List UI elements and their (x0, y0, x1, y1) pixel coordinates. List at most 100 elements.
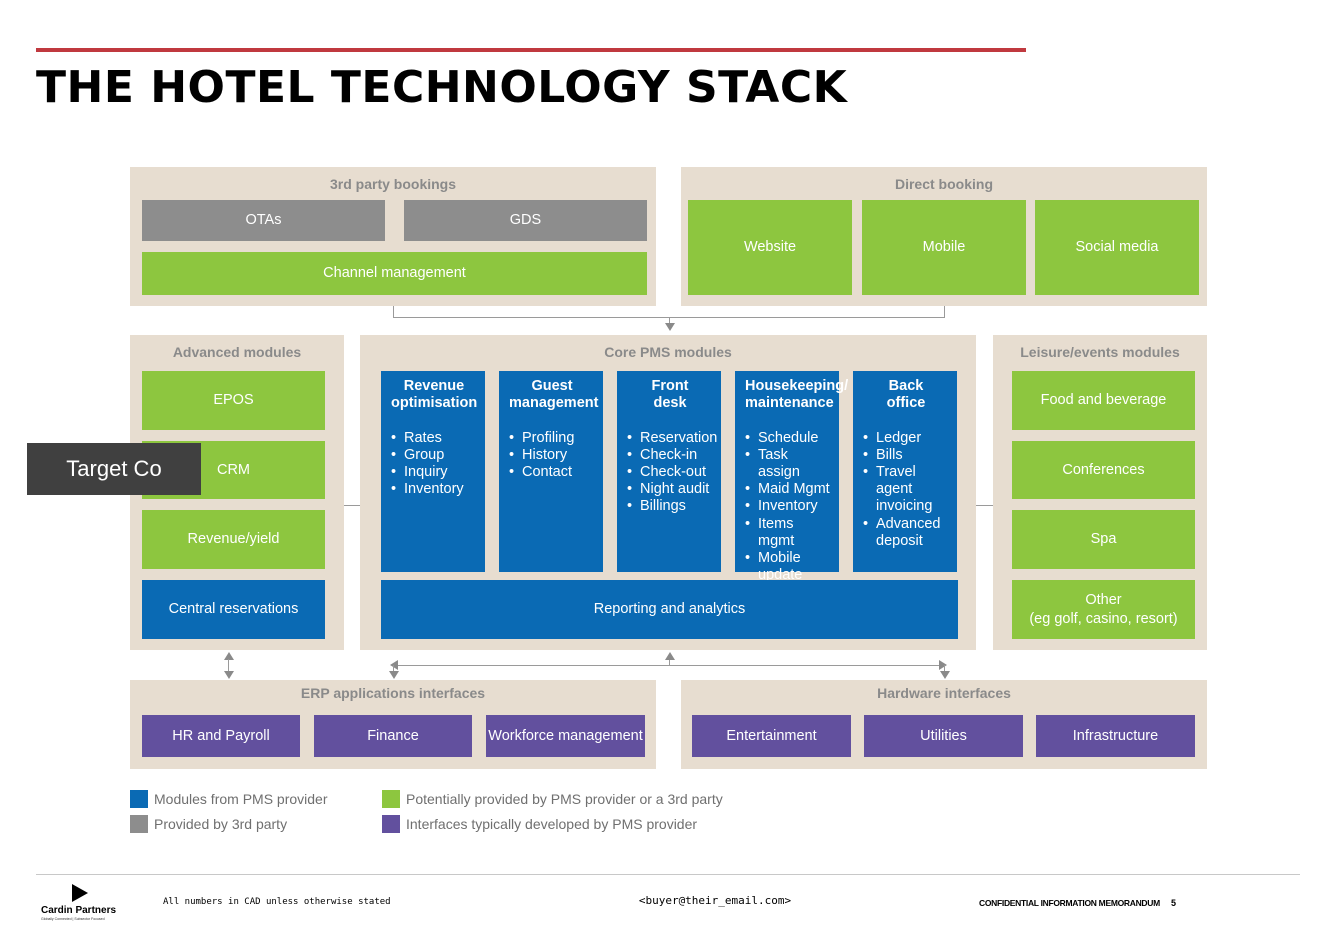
epos-box: EPOS (142, 371, 325, 430)
hr-payroll-box: HR and Payroll (142, 715, 300, 757)
legend-item-third-party: Provided by 3rd party (130, 815, 287, 833)
core-module-item: Schedule (745, 430, 831, 447)
reporting-analytics-box: Reporting and analytics (381, 580, 958, 639)
legend-label: Interfaces typically developed by PMS pr… (406, 816, 698, 832)
core-pms-title: Core PMS modules (604, 344, 732, 360)
core-module-item: Contact (509, 464, 595, 481)
core-module-item: History (509, 447, 595, 464)
legend-item-interfaces: Interfaces typically developed by PMS pr… (382, 815, 697, 833)
connector-core-leisure (975, 505, 994, 506)
arrow-bar-right (939, 660, 947, 670)
core-module-title: Front desk (651, 378, 689, 412)
core-module-list: LedgerBillsTravel agent invoicingAdvance… (863, 430, 949, 550)
connector-erp-drop (393, 665, 394, 671)
page-number: 5 (1171, 898, 1177, 908)
connector-hardware-drop (944, 665, 945, 671)
core-module-item: Task assign (745, 447, 831, 481)
arrow-left-down (224, 671, 234, 679)
core-module-list: ScheduleTask assignMaid MgmtInventoryIte… (745, 430, 831, 584)
core-module-item: Reservation (627, 430, 717, 447)
company-name: Cardin Partners (41, 905, 117, 916)
utilities-box: Utilities (864, 715, 1023, 757)
erp-interfaces-title: ERP applications interfaces (300, 685, 486, 701)
target-co-label: Target Co (27, 443, 201, 495)
otas-box: OTAs (142, 200, 385, 241)
title-rule (36, 48, 1026, 52)
bracket-right (944, 306, 945, 317)
food-beverage-box: Food and beverage (1012, 371, 1195, 430)
core-module-title: Housekeeping/ maintenance (745, 378, 849, 412)
bracket-left (393, 306, 394, 317)
footer-rule (36, 874, 1300, 875)
core-module-item: Advanced deposit (863, 516, 949, 550)
connector-left-leisure (343, 505, 361, 506)
core-module-item: Check-out (627, 464, 713, 481)
leisure-events-title: Leisure/events modules (1020, 344, 1180, 360)
arrow-core-up (665, 652, 675, 660)
entertainment-box: Entertainment (692, 715, 851, 757)
cardin-logo-icon (72, 884, 88, 902)
hardware-interfaces-title: Hardware interfaces (877, 685, 1011, 701)
core-module-item: Maid Mgmt (745, 481, 831, 498)
revenue-yield-box: Revenue/yield (142, 510, 325, 569)
core-module-column: Revenue optimisationRatesGroupInquiryInv… (381, 371, 485, 572)
core-module-title: Revenue optimisation (391, 378, 478, 412)
currency-note: All numbers in CAD unless otherwise stat… (163, 897, 391, 907)
bracket-stem (669, 317, 670, 323)
core-module-item: Billings (627, 498, 713, 515)
website-box: Website (688, 200, 852, 295)
core-module-list: RatesGroupInquiryInventory (391, 430, 477, 499)
legend-swatch-gray (130, 815, 148, 833)
core-module-title: Back office (886, 378, 926, 412)
legend-swatch-purple (382, 815, 400, 833)
arrow-left-up (224, 652, 234, 660)
core-module-item: Bills (863, 447, 949, 464)
legend-swatch-blue (130, 790, 148, 808)
legend-item-potential: Potentially provided by PMS provider or … (382, 790, 723, 808)
core-module-item: Night audit (627, 481, 713, 498)
core-module-column: Housekeeping/ maintenanceScheduleTask as… (735, 371, 849, 583)
connector-interfaces-bar (397, 665, 939, 666)
connector-left-vertical (228, 659, 229, 671)
core-module-column: Front deskReservationCheck-inCheck-outNi… (617, 371, 721, 572)
core-module-item: Profiling (509, 430, 595, 447)
core-module-item: Group (391, 447, 477, 464)
core-module-list: ProfilingHistoryContact (509, 430, 595, 481)
arrow-into-core (665, 323, 675, 331)
arrow-into-hardware (940, 671, 950, 679)
legend-label: Provided by 3rd party (154, 816, 288, 832)
spa-box: Spa (1012, 510, 1195, 569)
core-module-item: Rates (391, 430, 477, 447)
contact-email: <buyer@their_email.com> (638, 894, 792, 907)
core-module-column: Back officeLedgerBillsTravel agent invoi… (853, 371, 957, 572)
core-module-item: Inquiry (391, 464, 477, 481)
core-module-column: Guest managementProfilingHistoryContact (499, 371, 603, 572)
gds-box: GDS (404, 200, 647, 241)
legend-item-pms: Modules from PMS provider (130, 790, 328, 808)
workforce-management-box: Workforce management (486, 715, 645, 757)
page-title: THE HOTEL TECHNOLOGY STACK (36, 62, 848, 113)
core-module-item: Travel agent invoicing (863, 464, 949, 515)
core-module-item: Check-in (627, 447, 713, 464)
mobile-box: Mobile (862, 200, 1026, 295)
company-tagline: Globally Connected | Subsector Focused (41, 917, 105, 921)
arrow-into-erp (389, 671, 399, 679)
third-party-bookings-title: 3rd party bookings (329, 176, 457, 192)
connector-core-stem (669, 660, 670, 665)
central-reservations-box: Central reservations (142, 580, 325, 639)
core-module-title: Guest management (509, 378, 599, 412)
advanced-modules-title: Advanced modules (172, 344, 302, 360)
core-module-item: Ledger (863, 430, 949, 447)
infrastructure-box: Infrastructure (1036, 715, 1195, 757)
social-media-box: Social media (1035, 200, 1199, 295)
legend-swatch-green (382, 790, 400, 808)
legend-label: Modules from PMS provider (154, 791, 328, 807)
core-module-item: Inventory (391, 481, 477, 498)
conferences-box: Conferences (1012, 441, 1195, 499)
confidential-label: CONFIDENTIAL INFORMATION MEMORANDUM (979, 898, 1160, 908)
direct-booking-title: Direct booking (894, 176, 993, 192)
channel-management-box: Channel management (142, 252, 647, 295)
arrow-bar-left (390, 660, 398, 670)
other-box: Other (eg golf, casino, resort) (1012, 580, 1195, 639)
core-module-item: Mobile update (745, 550, 831, 584)
